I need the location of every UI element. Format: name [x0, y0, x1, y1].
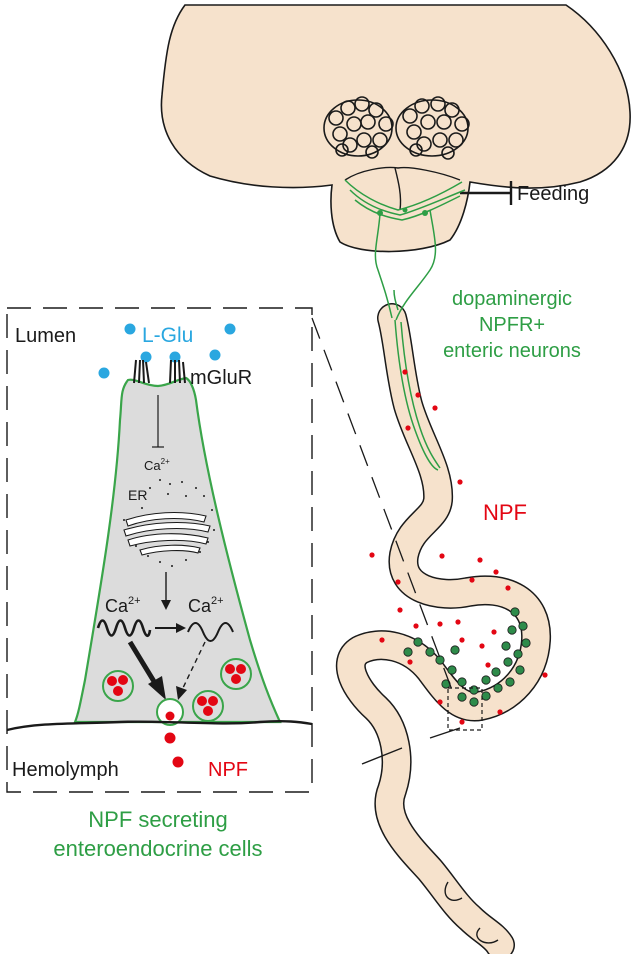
- er-cisternae: [123, 511, 211, 556]
- ca-right-sup: 2+: [211, 595, 224, 607]
- ca-oscillation-high: [96, 619, 152, 638]
- hemolymph-label: Hemolymph: [12, 759, 119, 781]
- neurons-label-line2: NPFR+: [479, 314, 545, 336]
- brain-subsegment: [344, 166, 461, 181]
- caption-line1: NPF secreting: [88, 807, 227, 832]
- ca-right-label: Ca2+: [188, 595, 224, 616]
- enteric-neurons: [344, 179, 466, 471]
- glomeruli-right: [395, 96, 470, 160]
- caption-line2: enteroendocrine cells: [53, 836, 262, 861]
- gut-tube: [337, 304, 550, 954]
- ca-left-base: Ca: [105, 596, 129, 616]
- secretion-arrowhead-weak: [176, 686, 187, 700]
- brain-midline: [394, 167, 402, 211]
- ca-top-label: Ca2+: [144, 457, 170, 473]
- inset-frame: [6, 307, 313, 793]
- zoom-box: [447, 687, 483, 731]
- mglur-receptors: [133, 359, 186, 384]
- inset: Lumen L-Glu mGluR Ca2+ ER: [6, 307, 313, 793]
- npf-vesicles: [102, 658, 252, 726]
- neuron-cell-bodies: [377, 207, 428, 216]
- basement-membrane: [6, 719, 313, 732]
- ca-transition-arrowhead: [176, 623, 186, 633]
- gut-tail-loops: [444, 881, 499, 944]
- secretion-arrow-strong: [127, 640, 161, 690]
- er-release-arrowhead: [161, 600, 171, 610]
- er-label: ER: [128, 487, 147, 503]
- npf-released: [164, 732, 184, 768]
- eec-dots: [403, 607, 531, 707]
- gut: [335, 303, 551, 954]
- ca-left-label: Ca2+: [105, 595, 141, 616]
- npf-gut-label: NPF: [483, 500, 527, 525]
- lumen-label: Lumen: [15, 325, 76, 347]
- ca-right-base: Ca: [188, 596, 212, 616]
- feeding-label: Feeding: [517, 183, 589, 205]
- npf-dots-gut: [369, 369, 548, 725]
- npf-inset-label: NPF: [208, 759, 248, 781]
- mglur-label: mGluR: [190, 367, 252, 389]
- secretion-arrowhead-strong: [148, 676, 166, 700]
- gut-segment-line: [361, 747, 403, 765]
- brain: Feeding: [160, 4, 631, 253]
- zoom-lines: [311, 317, 461, 739]
- l-glu-label: L-Glu: [142, 324, 193, 347]
- ca-top-sup: 2+: [161, 457, 170, 466]
- ca-top-base: Ca: [144, 458, 161, 473]
- neurons-label-line3: enteric neurons: [443, 340, 581, 362]
- ca-oscillation-low: [187, 622, 234, 642]
- l-glu-molecules: [98, 323, 236, 379]
- neurons-label-line1: dopaminergic: [452, 288, 572, 310]
- ca-left-sup: 2+: [128, 595, 141, 607]
- glomeruli-left: [323, 96, 394, 159]
